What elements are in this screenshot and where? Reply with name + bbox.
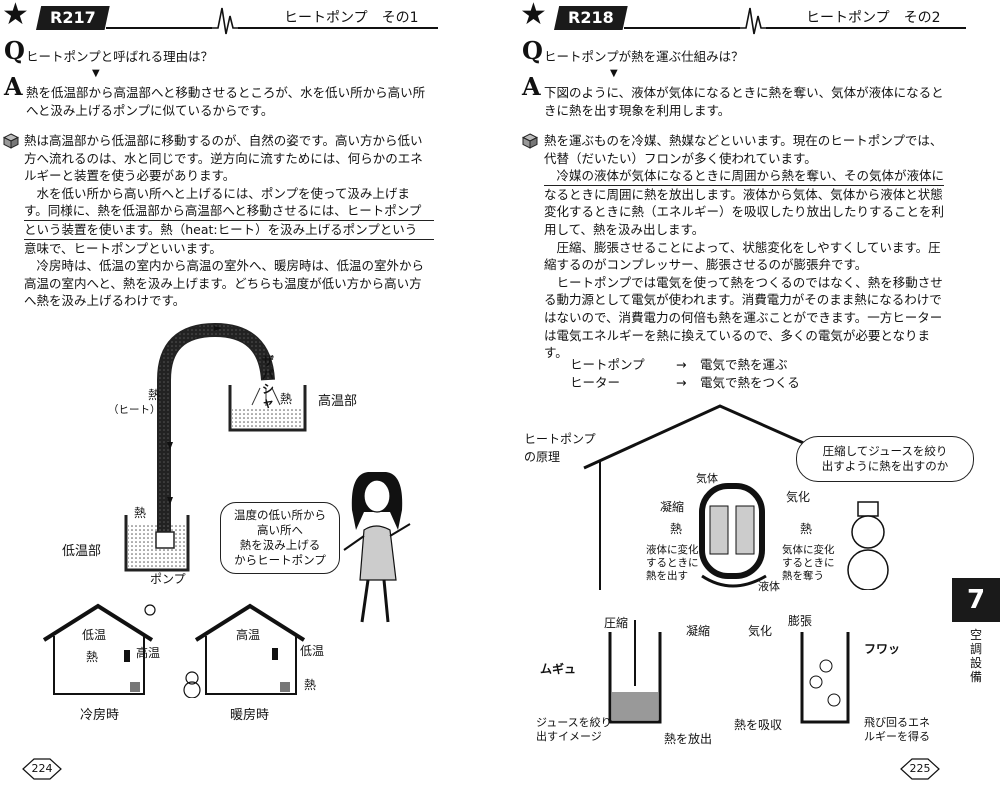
cube-icon [3, 133, 19, 149]
arrow-right-icon: → [675, 375, 687, 390]
snowman-icon [847, 501, 889, 590]
condense-label-2: 凝縮 [686, 624, 711, 638]
section-title: ヒートポンプ その2 [806, 10, 941, 26]
release-label: 熱を放出 [664, 732, 713, 746]
explanation: 熱は高温部から低温部に移動するのが、自然の姿です。高い方から低い 方へ流れるのは… [24, 132, 434, 310]
arrow-down-icon: ▼ [610, 68, 618, 79]
question: Q ヒートポンプが熱を運ぶ仕組みは？ [522, 36, 744, 65]
vaporize-label-2: 気化 [748, 624, 773, 638]
pulse-line-icon [210, 7, 240, 35]
vaporize-label: 気化 [786, 490, 811, 504]
cooling-caption: 冷房時 [80, 708, 120, 723]
splash-sound: ザバシャ [262, 354, 275, 410]
liquid-label: 液体 [758, 580, 780, 593]
cooling-indoor-label: 低温 [82, 628, 107, 642]
principle-house-diagram [583, 404, 861, 590]
explanation: 熱を運ぶものを冷媒、熱媒などといいます。現在のヒートポンプでは、 代替（だいたい… [544, 133, 945, 361]
left-page: ★ R217 ヒートポンプ その1 Q ヒートポンプと呼ばれる理由は？ ▼ A … [2, 0, 472, 780]
absorb-label: 熱を吸収 [734, 718, 783, 732]
chapter-label: 空調設備 [970, 628, 983, 684]
left-note: 液体に変化 するときに 熱を出す [646, 544, 699, 582]
comparison-list: ヒートポンプ → 電気で熱を運ぶ ヒーター → 電気で熱をつくる [570, 356, 800, 392]
pump-label: ポンプ [150, 572, 186, 586]
heating-indoor-label: 高温 [236, 628, 261, 642]
question: Q ヒートポンプと呼ばれる理由は？ [4, 36, 214, 65]
left-header: ★ R217 ヒートポンプ その1 [2, 0, 472, 35]
squeeze-sound: ムギュ [540, 662, 577, 676]
gas-label: 気体 [696, 472, 718, 485]
cube-icon [522, 133, 538, 149]
star-icon: ★ [2, 0, 29, 32]
compress-expand-diagram [608, 620, 850, 724]
low-heat-label: 熱 [134, 506, 147, 520]
pump-illustration [124, 322, 307, 572]
header-rule [106, 27, 212, 29]
heat-english-label: （ヒート） [108, 404, 161, 416]
chapter-tab[interactable]: 7 [952, 578, 1000, 622]
condense-label: 凝縮 [660, 500, 685, 514]
heat-label: 熱 [148, 388, 161, 402]
comparison-row: ヒートポンプ → 電気で熱を運ぶ [570, 357, 788, 372]
fuwa-sound: フワッ [864, 642, 901, 656]
section-title: ヒートポンプ その1 [284, 10, 419, 26]
right-note: 気体に変化 するときに 熱を奪う [782, 544, 835, 582]
section-code: R217 [36, 6, 110, 30]
heating-outdoor-label: 低温 [300, 644, 325, 658]
heating-heat-label: 熱 [304, 678, 317, 692]
high-temp-label: 高温部 [318, 394, 358, 409]
header-rule [766, 27, 966, 29]
right-header: ★ R218 ヒートポンプ その2 [520, 0, 970, 35]
low-temp-label: 低温部 [62, 544, 102, 559]
section-code: R218 [554, 6, 628, 30]
cooling-house-icon [42, 603, 156, 695]
fly-caption: 飛び回るエネ ルギーを得る [864, 716, 930, 743]
star-icon: ★ [520, 0, 547, 32]
comparison-row: ヒーター → 電気で熱をつくる [570, 375, 800, 390]
arrow-down-icon: ▼ [92, 68, 100, 79]
cooling-outdoor-label: 高温 [136, 646, 161, 660]
diamond-badge-icon [22, 758, 62, 780]
cooling-heat-label: 熱 [86, 650, 99, 664]
compress-label: 圧縮 [604, 616, 629, 630]
answer: A 熱を低温部から高温部へと移動させるところが、水を低い所から高い所 へと汲み上… [4, 72, 426, 119]
answer: A 下図のように、液体が気体になるときに熱を奪い、気体が液体になると きに熱を出… [522, 72, 944, 119]
pulse-line-icon [738, 7, 768, 35]
speech-bubble: 温度の低い所から 高い所へ 熱を汲み上げる からヒートポンプ [220, 502, 340, 574]
woman-figure [343, 472, 411, 623]
page-number: 225 [900, 758, 940, 780]
arrow-right-icon: → [675, 357, 687, 372]
principle-title: ヒートポンプ の原理 [524, 432, 596, 464]
speech-bubble: 圧縮してジュースを絞り 出すように熱を出すのか [796, 436, 974, 482]
heating-house-icon [183, 603, 306, 698]
right-page: ★ R218 ヒートポンプ その2 Q ヒートポンプが熱を運ぶ仕組みは？ ▼ A… [500, 0, 1000, 786]
juice-caption: ジュースを絞り 出すイメージ [536, 716, 612, 743]
header-rule [238, 27, 438, 29]
page-number: 224 [22, 758, 62, 780]
expand-label: 膨張 [788, 614, 813, 628]
diamond-badge-icon [900, 758, 940, 780]
heat-in-label: 熱 [800, 522, 813, 536]
header-rule [624, 27, 740, 29]
hot-heat-label: 熱 [280, 392, 293, 406]
heat-out-label: 熱 [670, 522, 683, 536]
heating-caption: 暖房時 [230, 708, 270, 723]
